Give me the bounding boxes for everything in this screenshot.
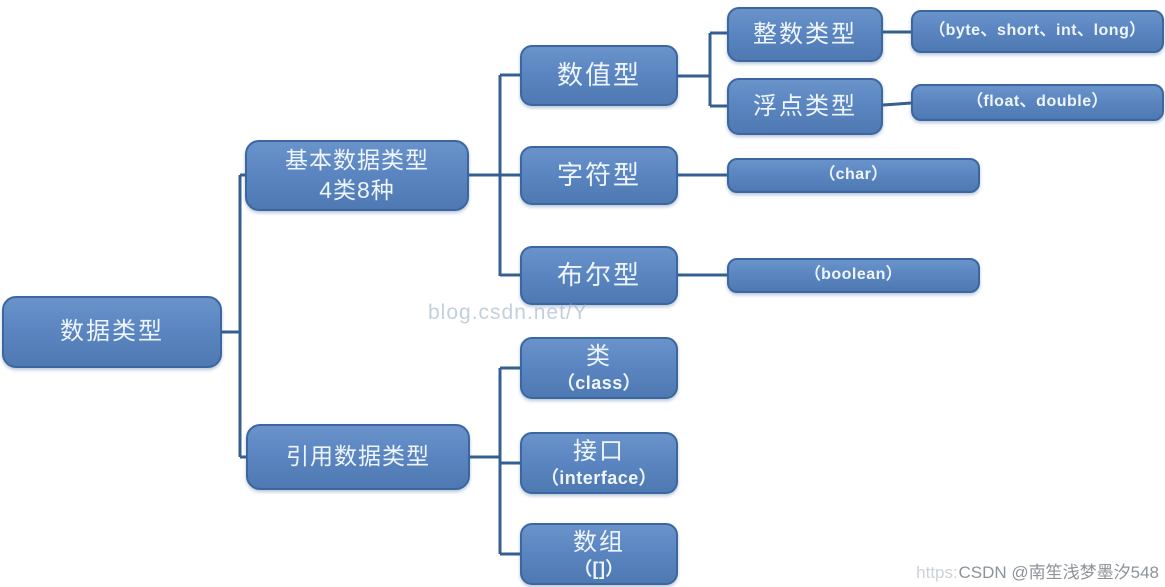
connector-float-leaf: [882, 101, 912, 107]
node-class-line2: （class）: [556, 372, 642, 393]
node-reference-data-type: 引用数据类型: [246, 424, 470, 490]
node-integer-label: 整数类型: [753, 20, 857, 48]
leaf-integer-keywords: （byte、short、int、long）: [911, 10, 1164, 53]
leaf-integer-label: （byte、short、int、long）: [929, 22, 1146, 40]
node-class: 类 （class）: [520, 337, 678, 399]
leaf-char-keyword: （char）: [727, 158, 980, 193]
leaf-boolean-label: （boolean）: [804, 266, 903, 284]
node-bool-type: 布尔型: [520, 246, 678, 305]
node-reference-label: 引用数据类型: [286, 443, 430, 470]
node-numeric-label: 数值型: [556, 59, 641, 90]
node-bool-label: 布尔型: [556, 259, 641, 290]
node-array: 数组 （[]）: [520, 523, 678, 585]
node-interface-line1: 接口: [573, 437, 625, 465]
leaf-char-label: （char）: [819, 166, 888, 184]
node-float-type: 浮点类型: [727, 78, 883, 135]
center-watermark: blog.csdn.net/Y: [428, 301, 588, 324]
node-array-line2: （[]）: [574, 558, 624, 579]
node-class-line1: 类: [586, 342, 612, 370]
node-basic-data-type: 基本数据类型 4类8种: [245, 140, 469, 211]
node-interface: 接口 （interface）: [520, 432, 678, 494]
leaf-float-keywords: （float、double）: [911, 84, 1164, 121]
node-char-label: 字符型: [556, 159, 641, 190]
node-data-type: 数据类型: [2, 296, 222, 368]
bottom-watermark-prefix: https:: [916, 563, 958, 582]
node-char-type: 字符型: [520, 146, 678, 205]
node-basic-line2: 4类8种: [319, 176, 395, 203]
node-array-line1: 数组: [573, 528, 625, 556]
node-float-label: 浮点类型: [753, 92, 857, 120]
bottom-watermark: https: CSDN @南笙浅梦墨汐548: [916, 558, 1159, 583]
leaf-boolean-keyword: （boolean）: [727, 258, 980, 293]
node-integer-type: 整数类型: [727, 7, 883, 62]
node-basic-line1: 基本数据类型: [285, 146, 429, 173]
node-data-type-label: 数据类型: [60, 318, 164, 346]
bottom-watermark-text: CSDN @南笙浅梦墨汐548: [958, 563, 1159, 582]
leaf-float-label: （float、double）: [966, 93, 1109, 111]
node-interface-line2: （interface）: [540, 467, 658, 488]
node-numeric-type: 数值型: [520, 45, 678, 106]
